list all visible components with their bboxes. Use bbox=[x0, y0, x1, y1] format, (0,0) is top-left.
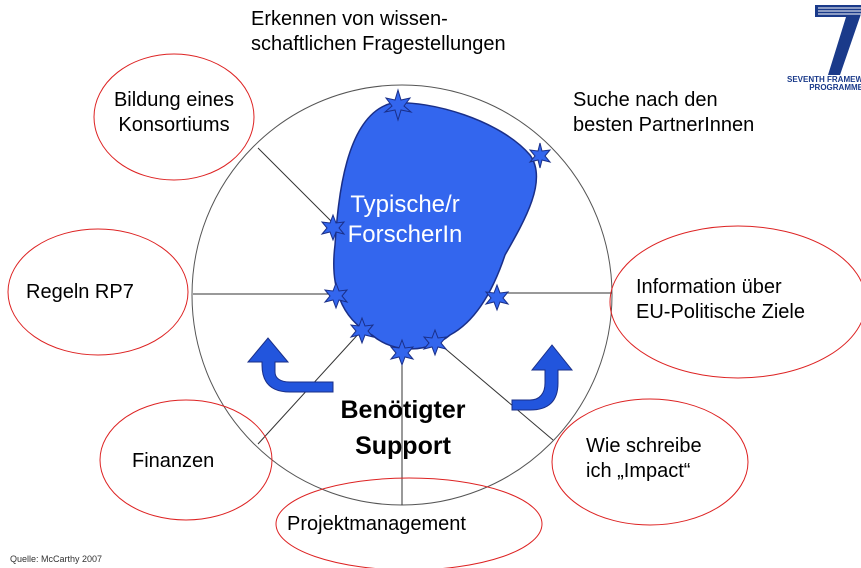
oval-konsortium-label: Bildung eines Konsortiums bbox=[113, 89, 235, 136]
oval-projekt-label: Projektmanagement bbox=[287, 513, 466, 535]
oval-information-shape bbox=[609, 225, 861, 379]
spoke-upper-left bbox=[257, 147, 336, 226]
oval-impact-label: Wie schreibe ich „Impact“ bbox=[586, 435, 702, 482]
oval-projekt-shape bbox=[275, 477, 543, 568]
fp7-logo bbox=[815, 5, 861, 75]
arrow-left bbox=[246, 337, 334, 393]
oval-finanzen-shape bbox=[99, 399, 273, 521]
oval-regeln-shape bbox=[7, 228, 189, 356]
partner-label: Suche nach den besten PartnerInnen bbox=[573, 89, 755, 136]
oval-impact-shape bbox=[551, 398, 749, 526]
oval-information-label: Information über EU-Politische Ziele bbox=[636, 276, 805, 323]
blob-spikes bbox=[320, 88, 552, 367]
spoke-lower-right bbox=[434, 339, 554, 441]
center-blob-label: Typische/r ForscherIn bbox=[347, 191, 463, 248]
oval-regeln-label: Regeln RP7 bbox=[26, 281, 134, 303]
ovals bbox=[7, 53, 861, 568]
logo-text: SEVENTH FRAMEW PROGRAMME bbox=[787, 75, 861, 93]
arrow-right bbox=[511, 344, 574, 411]
top-label: Erkennen von wissen- schaftlichen Frages… bbox=[251, 8, 506, 55]
oval-konsortium-shape bbox=[93, 53, 255, 181]
oval-finanzen-label: Finanzen bbox=[132, 450, 215, 472]
source-note: Quelle: McCarthy 2007 bbox=[10, 554, 103, 564]
support-label: Benötigter Support bbox=[340, 396, 466, 461]
